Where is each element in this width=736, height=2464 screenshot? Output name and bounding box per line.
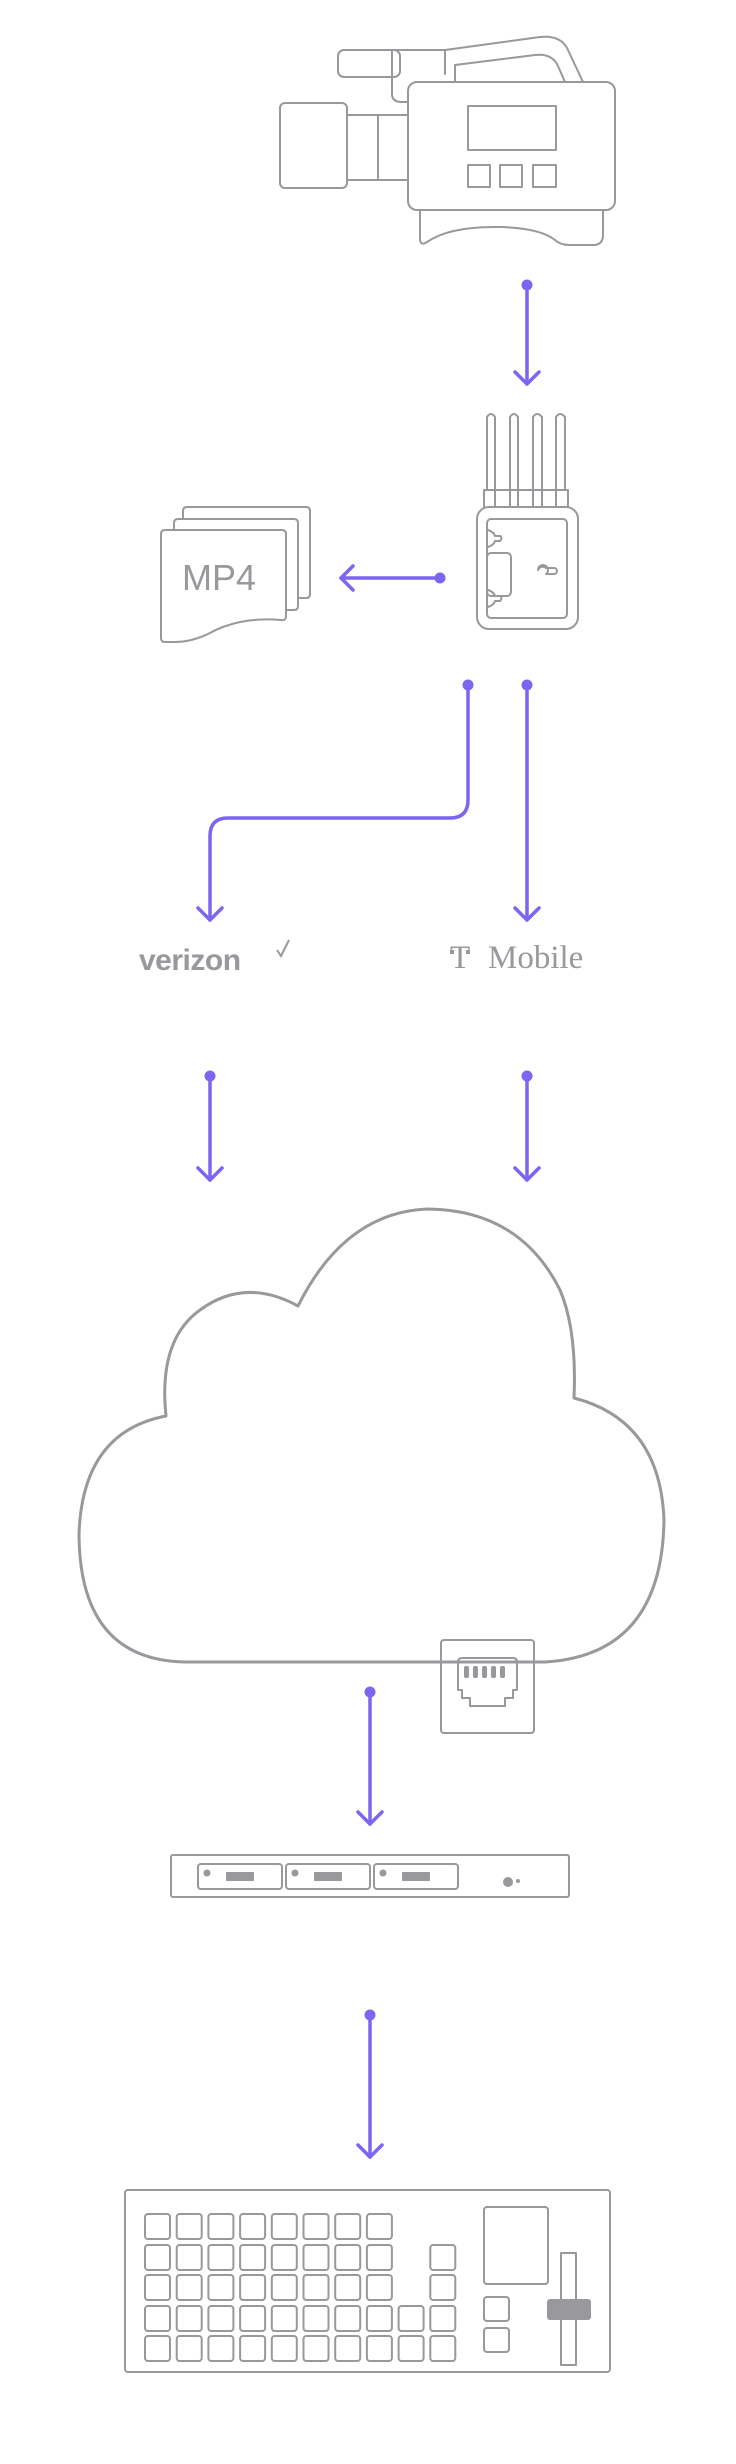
- fader-handle: [547, 2299, 591, 2320]
- rack-decoder-icon: [170, 1854, 570, 1898]
- switcher-button: [270, 2305, 298, 2332]
- video-switcher-icon: [124, 2189, 611, 2373]
- arrow-decoder-to-switcher: [356, 2009, 384, 2159]
- switcher-button: [365, 2335, 393, 2362]
- switcher-button: [144, 2244, 171, 2271]
- switcher-button: [429, 2335, 457, 2362]
- switcher-button: [429, 2274, 457, 2301]
- switcher-button: [144, 2274, 171, 2301]
- switcher-button: [144, 2305, 171, 2332]
- switcher-button: [334, 2274, 362, 2301]
- switcher-button: [429, 2305, 457, 2332]
- switcher-button: [175, 2274, 203, 2301]
- arrow-cloud-to-decoder: [356, 1686, 384, 1826]
- switcher-button: [365, 2305, 393, 2332]
- cloud-icon: [77, 1207, 666, 1664]
- switcher-button: [175, 2213, 203, 2240]
- switcher-button: [302, 2335, 330, 2362]
- switcher-button: [270, 2244, 298, 2271]
- tmobile-logo: T Mobile: [450, 940, 583, 976]
- switcher-button: [175, 2305, 203, 2332]
- switcher-button: [365, 2213, 393, 2240]
- verizon-logo: verizon: [139, 939, 290, 977]
- switcher-button: [239, 2335, 267, 2362]
- mp4-file-stack-icon: MP4: [160, 506, 311, 643]
- switcher-button: [144, 2335, 171, 2362]
- switcher-button: [302, 2213, 330, 2240]
- transmitter-icon: [476, 413, 579, 630]
- switcher-button: [239, 2244, 267, 2271]
- ethernet-port-icon: [440, 1639, 535, 1734]
- switcher-button: [175, 2244, 203, 2271]
- verizon-logo-text: verizon: [139, 944, 241, 977]
- camera-icon: [279, 35, 616, 246]
- tmobile-logo-t: T: [450, 940, 470, 976]
- switcher-button: [207, 2213, 235, 2240]
- switcher-button: [270, 2274, 298, 2301]
- tmobile-logo-text: Mobile: [488, 940, 583, 976]
- switcher-button: [397, 2335, 425, 2362]
- switcher-button: [429, 2244, 457, 2271]
- switcher-button: [207, 2274, 235, 2301]
- switcher-button: [239, 2274, 267, 2301]
- switcher-button: [302, 2274, 330, 2301]
- mp4-label: MP4: [182, 557, 256, 598]
- switcher-button: [334, 2244, 362, 2271]
- arrow-transmitter-to-recording: [339, 564, 446, 592]
- switcher-button: [334, 2213, 362, 2240]
- arrow-transmitter-to-tmobile: [513, 679, 541, 922]
- switcher-button: [207, 2305, 235, 2332]
- switcher-button: [334, 2335, 362, 2362]
- switcher-button: [397, 2305, 425, 2332]
- switcher-button: [207, 2244, 235, 2271]
- arrow-tmobile-to-cloud: [513, 1070, 541, 1182]
- switcher-button: [270, 2213, 298, 2240]
- switcher-button: [365, 2274, 393, 2301]
- switcher-button: [334, 2305, 362, 2332]
- switcher-button: [239, 2213, 267, 2240]
- switcher-button: [207, 2335, 235, 2362]
- arrow-camera-to-transmitter: [513, 279, 541, 386]
- switcher-button: [302, 2305, 330, 2332]
- arrow-transmitter-to-verizon: [196, 679, 474, 922]
- switcher-button: [144, 2213, 171, 2240]
- switcher-button: [239, 2305, 267, 2332]
- arrow-verizon-to-cloud: [196, 1070, 224, 1182]
- switcher-button: [270, 2335, 298, 2362]
- switcher-button: [365, 2244, 393, 2271]
- switcher-button: [302, 2244, 330, 2271]
- switcher-button: [175, 2335, 203, 2362]
